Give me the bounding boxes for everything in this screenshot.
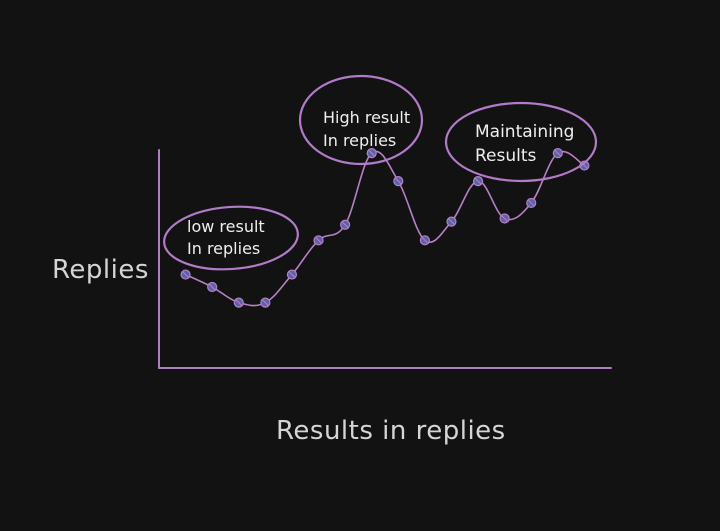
data-point-hatch (554, 149, 562, 157)
annotation-ellipse-maintaining (444, 101, 598, 183)
data-point-hatch (182, 271, 189, 278)
annotation-ellipse-low (163, 205, 299, 271)
y-axis-label: Replies (52, 255, 149, 285)
data-point-hatch (261, 299, 269, 306)
annotation-high-line-1: High result (323, 108, 410, 127)
x-axis-label: Results in replies (276, 416, 506, 446)
data-points (180, 148, 590, 308)
data-point-hatch (527, 199, 535, 207)
data-point-hatch (288, 271, 296, 278)
annotation-maintaining-line-1: Maintaining (475, 122, 574, 142)
data-point-hatch (235, 299, 243, 306)
annotation-ellipse-high (298, 74, 424, 166)
annotation-maintaining-line-2: Results (475, 146, 537, 166)
data-point-hatch (474, 177, 482, 185)
annotation-low-line-1: low result (187, 217, 265, 236)
data-point-hatch (368, 149, 376, 157)
annotation-high-line-2: In replies (323, 131, 396, 150)
series-line (185, 150, 585, 307)
data-point-hatch (208, 283, 216, 291)
data-point-hatch (421, 236, 429, 244)
data-point-hatch (315, 236, 322, 244)
data-point-hatch (501, 215, 509, 222)
data-point-hatch (448, 218, 455, 225)
data-point-hatch (341, 221, 349, 229)
data-point-hatch (394, 177, 402, 185)
annotation-low-line-2: In replies (187, 239, 260, 258)
